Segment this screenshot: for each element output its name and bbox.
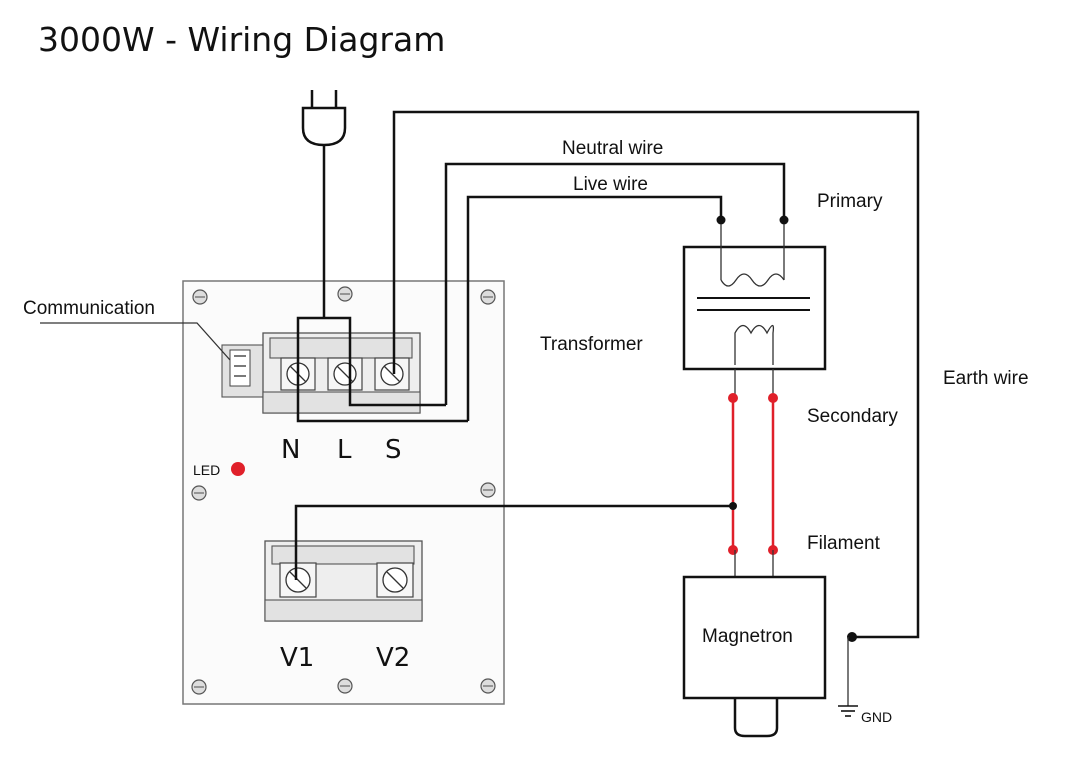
terminal-label-v1: V1 (280, 643, 314, 673)
communication-connector (221, 344, 265, 398)
secondary-label: Secondary (807, 406, 898, 427)
communication-leader-line (40, 322, 231, 361)
primary-terminal-left (716, 215, 726, 225)
terminal-screw-v2 (376, 562, 414, 598)
transformer-label: Transformer (540, 334, 643, 355)
gnd-label: GND (861, 709, 892, 725)
transformer (682, 224, 827, 371)
communication-label: Communication (23, 298, 155, 319)
led-label: LED (193, 462, 220, 478)
primary-label: Primary (817, 191, 883, 212)
terminal-label-v2: V2 (376, 643, 410, 673)
controller-panel: LED N L S V1 V2 (182, 280, 505, 705)
plug-wire-n (296, 316, 468, 423)
terminal-label-n: N (281, 435, 300, 465)
filament-wires (728, 369, 778, 578)
live-wire (466, 195, 723, 421)
neutral-wire-label: Neutral wire (562, 138, 663, 159)
magnetron (682, 575, 827, 738)
primary-terminal-right (779, 215, 789, 225)
terminal-block-nls (262, 332, 421, 414)
terminal-screw-v1 (279, 562, 317, 598)
v1-wire (294, 504, 733, 580)
plug-wire-l (324, 316, 446, 407)
filament-label: Filament (807, 533, 881, 554)
terminal-label-l: L (337, 435, 352, 465)
ground-icon (838, 632, 858, 717)
neutral-wire (444, 162, 786, 405)
power-plug-icon (301, 90, 347, 318)
terminal-screw-l (327, 357, 363, 391)
terminal-block-v1v2 (264, 540, 423, 622)
diagram-title: 3000W - Wiring Diagram (38, 20, 445, 59)
v1-junction (729, 502, 737, 510)
terminal-label-s: S (385, 435, 402, 465)
led-indicator (231, 462, 245, 476)
earth-wire (392, 110, 920, 639)
earth-wire-label: Earth wire (943, 368, 1029, 389)
live-wire-label: Live wire (573, 174, 648, 195)
magnetron-label: Magnetron (702, 626, 793, 647)
terminal-screw-s (374, 357, 410, 391)
